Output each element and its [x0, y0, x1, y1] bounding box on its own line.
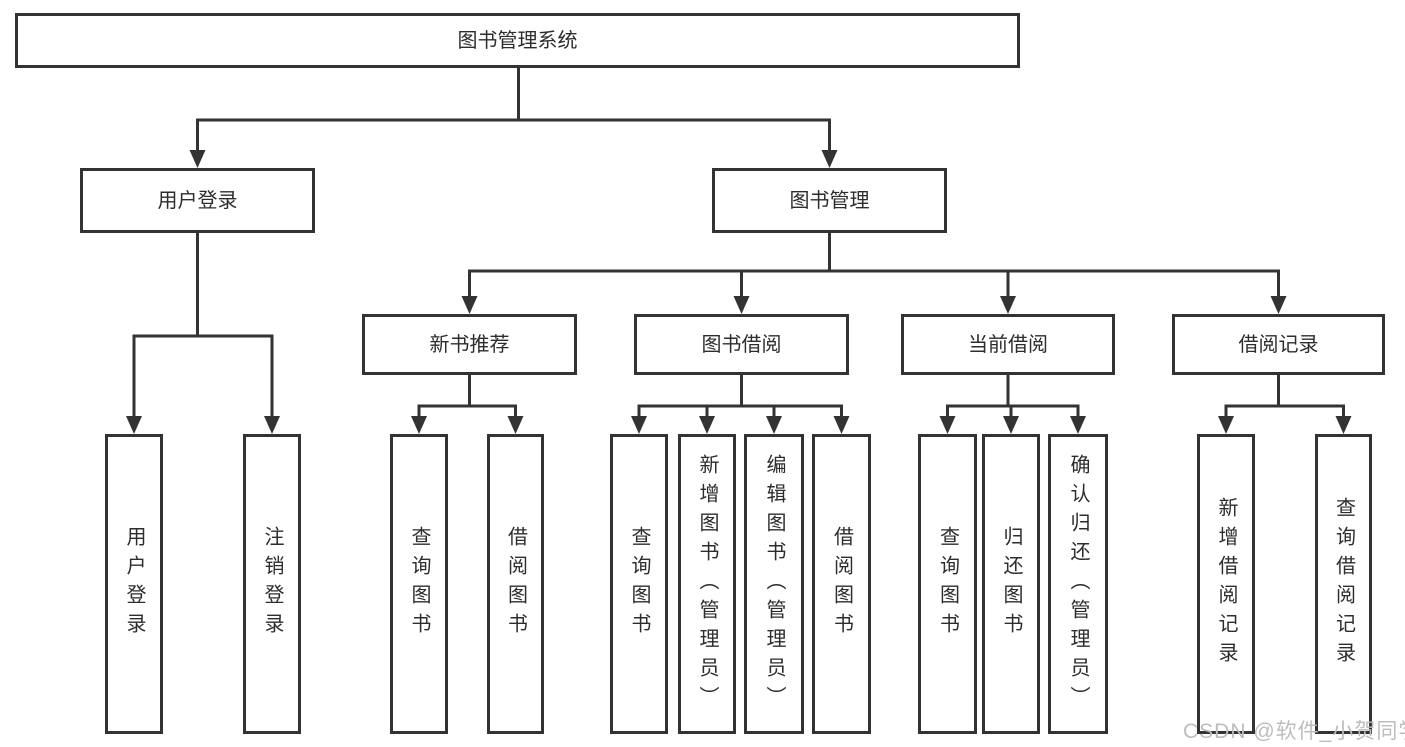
leaf-edit-books-admin: 编辑图书（管理员）	[744, 434, 804, 734]
node-book-management: 图书管理	[712, 168, 947, 233]
node-new-book-recommendation: 新书推荐	[362, 314, 577, 375]
node-user-login: 用户登录	[80, 168, 315, 233]
leaf-borrow-books-borrowing: 借阅图书	[812, 434, 871, 734]
leaf-query-books-recommendation: 查询图书	[390, 434, 448, 734]
leaf-add-books-admin: 新增图书（管理员）	[678, 434, 736, 734]
leaf-user-login: 用户登录	[105, 434, 163, 734]
leaf-add-borrowing-record: 新增借阅记录	[1197, 434, 1255, 734]
leaf-query-books-borrowing: 查询图书	[610, 434, 668, 734]
node-borrowing-records: 借阅记录	[1172, 314, 1385, 375]
node-book-borrowing: 图书借阅	[634, 314, 849, 375]
leaf-return-books: 归还图书	[982, 434, 1040, 734]
node-library-system: 图书管理系统	[15, 13, 1020, 68]
leaf-borrow-books-recommendation: 借阅图书	[487, 434, 544, 734]
leaf-confirm-return-admin: 确认归还（管理员）	[1048, 434, 1108, 734]
leaf-query-books-current: 查询图书	[918, 434, 977, 734]
leaf-query-borrowing-record: 查询借阅记录	[1315, 434, 1372, 734]
node-current-borrowing: 当前借阅	[901, 314, 1115, 375]
leaf-logout: 注销登录	[243, 434, 301, 734]
csdn-watermark: CSDN @软件_小贺同学	[1183, 720, 1405, 743]
